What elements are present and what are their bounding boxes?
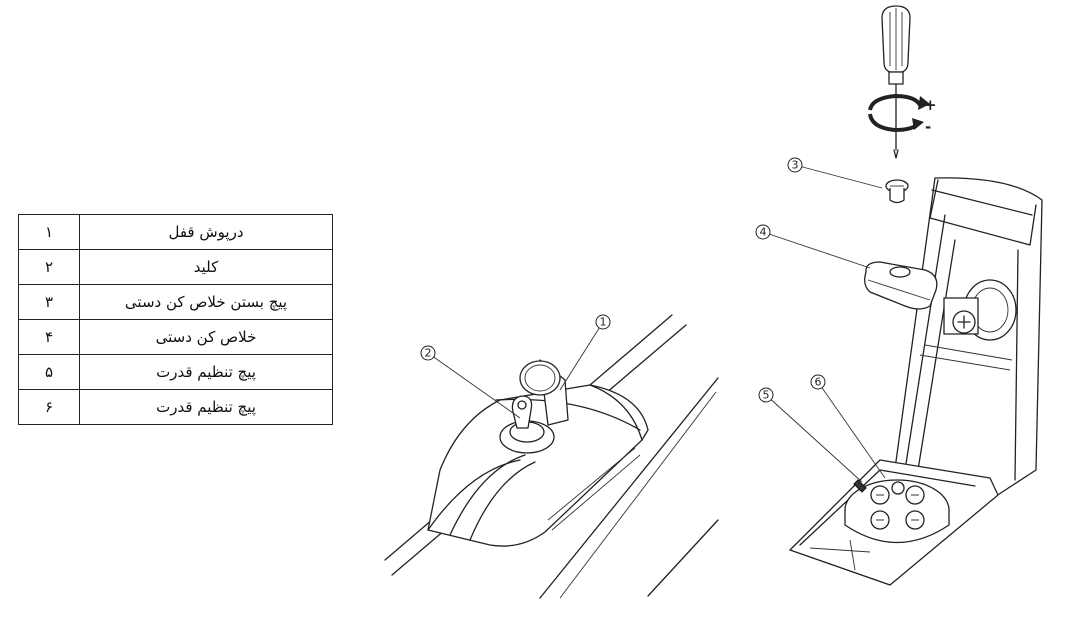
callout-2: 2 (420, 345, 521, 419)
callout-6-number: 6 (815, 376, 822, 389)
legend-row-number: ۱ (18, 214, 80, 250)
rotation-arrows: + - (868, 93, 937, 136)
legend-row: ۶ پیچ تنظیم قدرت (18, 389, 333, 425)
legend-row-number: ۵ (18, 354, 80, 390)
control-box-drawing (789, 177, 1043, 586)
rotation-plus-sign: + (924, 96, 937, 114)
callout-5-number: 5 (763, 389, 770, 402)
legend-row: ۵ پیچ تنظیم قدرت (18, 354, 333, 390)
callout-4-number: 4 (760, 226, 767, 239)
callout-1: 1 (559, 314, 611, 391)
legend-row-number: ۶ (18, 389, 80, 425)
legend-row: ۴ خلاص کن دستی (18, 319, 333, 355)
legend-table: ۱ درپوش قفل ۲ کلید ۳ پیچ بستن خلاص کن دس… (18, 214, 333, 425)
legend-row-label: پیچ بستن خلاص کن دستی (79, 284, 333, 320)
operator-housing-drawing (384, 314, 719, 599)
callout-6: 6 (810, 374, 886, 479)
legend-row: ۲ کلید (18, 249, 333, 285)
release-screw (885, 179, 909, 204)
legend-row-number: ۴ (18, 319, 80, 355)
legend-row: ۳ پیچ بستن خلاص کن دستی (18, 284, 333, 320)
legend-row-label: پیچ تنظیم قدرت (79, 389, 333, 425)
callout-4: 4 (755, 224, 871, 269)
callout-3-number: 3 (792, 159, 799, 172)
callout-2-number: 2 (425, 347, 432, 360)
callout-5: 5 (758, 387, 863, 483)
screwdriver-drawing (881, 5, 911, 159)
legend-row-label: خلاص کن دستی (79, 319, 333, 355)
callout-3: 3 (787, 157, 883, 189)
callout-1-number: 1 (600, 316, 607, 329)
manual-release-lever (864, 261, 938, 310)
rotation-minus-sign: - (925, 118, 931, 136)
